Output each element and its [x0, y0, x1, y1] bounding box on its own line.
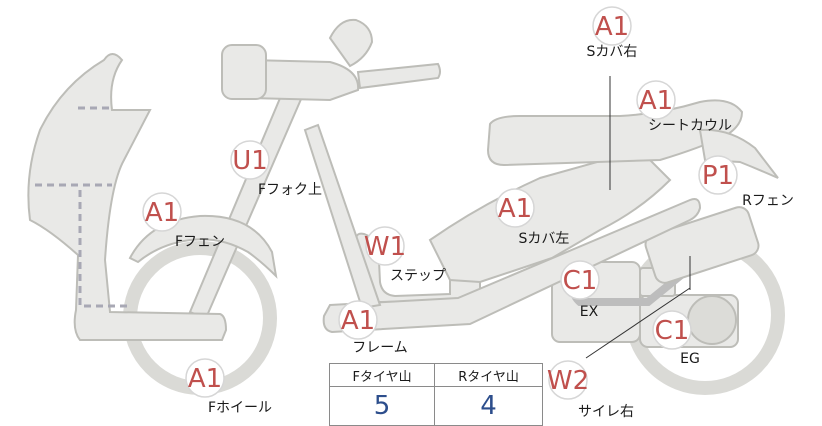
badge-circle	[338, 300, 378, 340]
badge-circle	[592, 6, 632, 46]
part-label-exhaust: EX	[580, 304, 599, 320]
part-label-step: ステップ	[390, 268, 446, 284]
badge-circle	[652, 310, 692, 350]
seat	[486, 99, 744, 167]
badge-circle	[560, 260, 600, 300]
badge-grade: U1	[232, 146, 268, 176]
tire-table-value-row: 5 4	[328, 386, 543, 426]
part-label-s-cover-left: Sカバ左	[519, 231, 570, 247]
badge-circle	[185, 358, 225, 398]
down-tube	[303, 123, 382, 310]
rear-fender-tail	[698, 128, 779, 179]
badge-grade: W1	[364, 232, 406, 262]
leader-side-cover-right	[585, 287, 691, 359]
front-tire-header: Fタイヤ山	[328, 363, 436, 387]
tire-tread-table: Fタイヤ山 Rタイヤ山 5 4	[328, 363, 543, 426]
badge-grade: P1	[702, 161, 734, 191]
part-label-front-wheel: Fホイール	[208, 400, 272, 416]
badge-circle	[698, 155, 738, 195]
badge-grade: A1	[639, 86, 673, 116]
rear-tire-header: Rタイヤ山	[434, 363, 543, 387]
badge-circle	[636, 80, 676, 120]
rear-tire-value: 4	[434, 386, 543, 426]
part-label-frame: フレーム	[352, 340, 408, 356]
badge-grade: A1	[595, 12, 629, 42]
badge-circle	[230, 140, 270, 180]
badge-grade: A1	[188, 364, 222, 394]
badge-step: W1 ステップ	[364, 226, 446, 284]
badge-circle	[495, 188, 535, 228]
part-label-front-fork-upper: Fフォク上	[258, 182, 322, 198]
part-label-seat-cowl: シートカウル	[648, 118, 732, 134]
front-tire-value: 5	[328, 386, 436, 426]
part-label-front-fender: Fフェン	[175, 234, 225, 250]
badge-grade: A1	[498, 194, 532, 224]
handlebar	[221, 18, 441, 102]
badge-frame: A1 フレーム	[338, 300, 408, 356]
badge-grade: C1	[563, 266, 598, 296]
part-label-side-cover-right: サイレ右	[578, 404, 634, 420]
tire-table-header-row: Fタイヤ山 Rタイヤ山	[328, 363, 543, 387]
badge-seat-cowl: A1 シートカウル	[636, 80, 732, 134]
badge-grade: A1	[341, 306, 375, 336]
front-leg-shield	[27, 53, 228, 341]
shield-seam-vertical	[35, 106, 130, 308]
badge-circle	[548, 360, 588, 400]
part-label-rear-fender: Rフェン	[742, 193, 794, 209]
rear-silencer	[644, 206, 760, 284]
badge-circle	[365, 226, 405, 266]
badge-grade: A1	[145, 198, 179, 228]
part-label-engine: EG	[680, 351, 700, 367]
badge-grade: W2	[547, 366, 589, 396]
badge-grade: C1	[655, 316, 690, 346]
badge-circle	[142, 192, 182, 232]
badge-side-cover-right: W2 サイレ右	[547, 360, 634, 420]
part-label-s-cover-right: Sカバ右	[587, 44, 638, 60]
